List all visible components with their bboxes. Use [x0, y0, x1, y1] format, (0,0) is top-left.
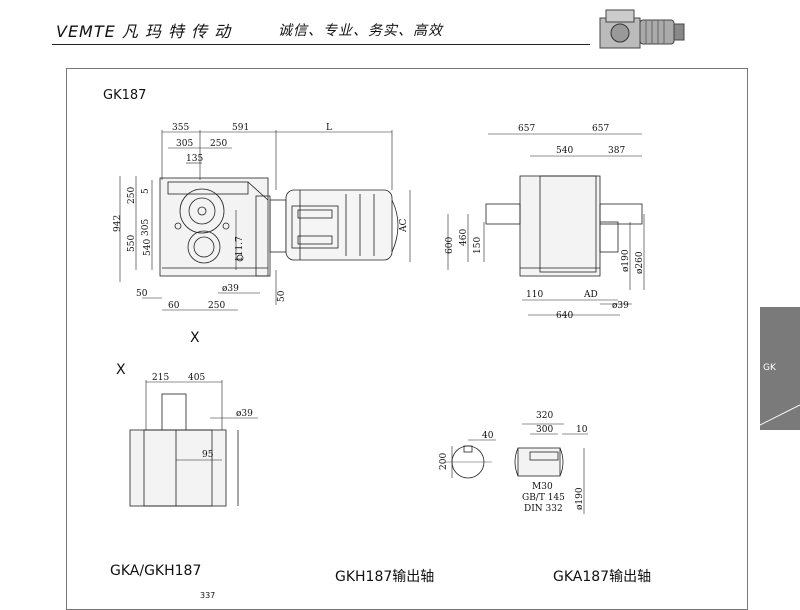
dim-460: 460: [459, 229, 469, 246]
dim-387: 387: [608, 146, 625, 156]
view-x-label: X: [116, 362, 126, 378]
dim-AD: AD: [583, 290, 598, 300]
brand-title: VEMTE 凡 玛 特 传 动: [56, 22, 232, 41]
dim-942: 942: [113, 215, 123, 232]
page-number: 337: [200, 591, 216, 600]
standard-gb: GB/T 145: [522, 493, 565, 503]
dim-40: 40: [482, 431, 494, 441]
view-x-dimension-lines: [145, 380, 258, 461]
caption-gka-gkh: GKA/GKH187: [110, 563, 202, 579]
view-x-drawing: [129, 393, 239, 507]
caption-gka-shaft: GKA187输出轴: [553, 569, 652, 585]
dim-dia-260: ø260: [635, 251, 645, 274]
standard-din: DIN 332: [524, 504, 563, 514]
section-tab-label: GK: [763, 363, 776, 373]
gka-solid-shaft: [514, 423, 588, 514]
dim-540-side: 540: [556, 146, 573, 156]
dim-L: L: [326, 123, 332, 133]
dim-305: 305: [176, 139, 193, 149]
thread-m30: M30: [532, 482, 553, 492]
section-tab-decoration: [760, 404, 800, 426]
dim-5: 5: [141, 188, 151, 194]
model-label: GK187: [103, 88, 147, 103]
dim-dia-39-front: ø39: [222, 284, 239, 294]
dim-150: 150: [473, 237, 483, 254]
dim-657-right: 657: [592, 124, 609, 134]
caption-gkh-shaft: GKH187输出轴: [335, 569, 435, 585]
dim-640: 640: [556, 311, 573, 321]
brand-slogan: 诚信、专业、务实、高效: [278, 23, 443, 39]
dim-50-left: 50: [136, 289, 148, 299]
header-rule: [52, 44, 590, 45]
dim-600: 600: [445, 237, 455, 254]
front-view-motor: [269, 189, 399, 261]
dim-355: 355: [172, 123, 189, 133]
dim-dia-190-shaft: ø190: [575, 487, 585, 510]
gearmotor-thumbnail: [599, 9, 685, 49]
dim-110: 110: [526, 290, 543, 300]
dim-dia-190-side: ø190: [621, 249, 631, 272]
dim-300: 300: [536, 425, 553, 435]
gkh-hollow-shaft: [444, 439, 496, 479]
dim-540: 540: [143, 239, 153, 256]
dim-405: 405: [188, 373, 205, 383]
dim-AC: AC: [399, 219, 409, 233]
dim-305-vertical: 305: [141, 219, 151, 236]
dim-591: 591: [232, 123, 249, 133]
dim-320: 320: [536, 411, 553, 421]
dim-10: 10: [576, 425, 588, 435]
dim-95: 95: [202, 450, 214, 460]
dim-550: 550: [127, 235, 137, 252]
dim-dia-39-side: ø39: [612, 301, 629, 311]
side-view: [485, 175, 643, 277]
dim-60: 60: [168, 301, 180, 311]
dim-250-top: 250: [210, 139, 227, 149]
dim-250-vertical: 250: [127, 187, 137, 204]
dim-111-7: 111.7: [235, 236, 245, 262]
section-tab: GK: [760, 307, 800, 430]
dim-200: 200: [439, 453, 449, 470]
view-x-marker: X: [190, 330, 200, 346]
dim-657-left: 657: [518, 124, 535, 134]
dim-135: 135: [186, 154, 203, 164]
dim-250-bottom: 250: [208, 301, 225, 311]
side-dimension-lines: [447, 133, 645, 316]
front-view-gearbox: [159, 177, 271, 277]
dim-dia-39-x: ø39: [236, 409, 253, 419]
dim-50-right: 50: [277, 290, 287, 302]
dim-215: 215: [152, 373, 169, 383]
front-dimension-lines: [119, 130, 411, 311]
